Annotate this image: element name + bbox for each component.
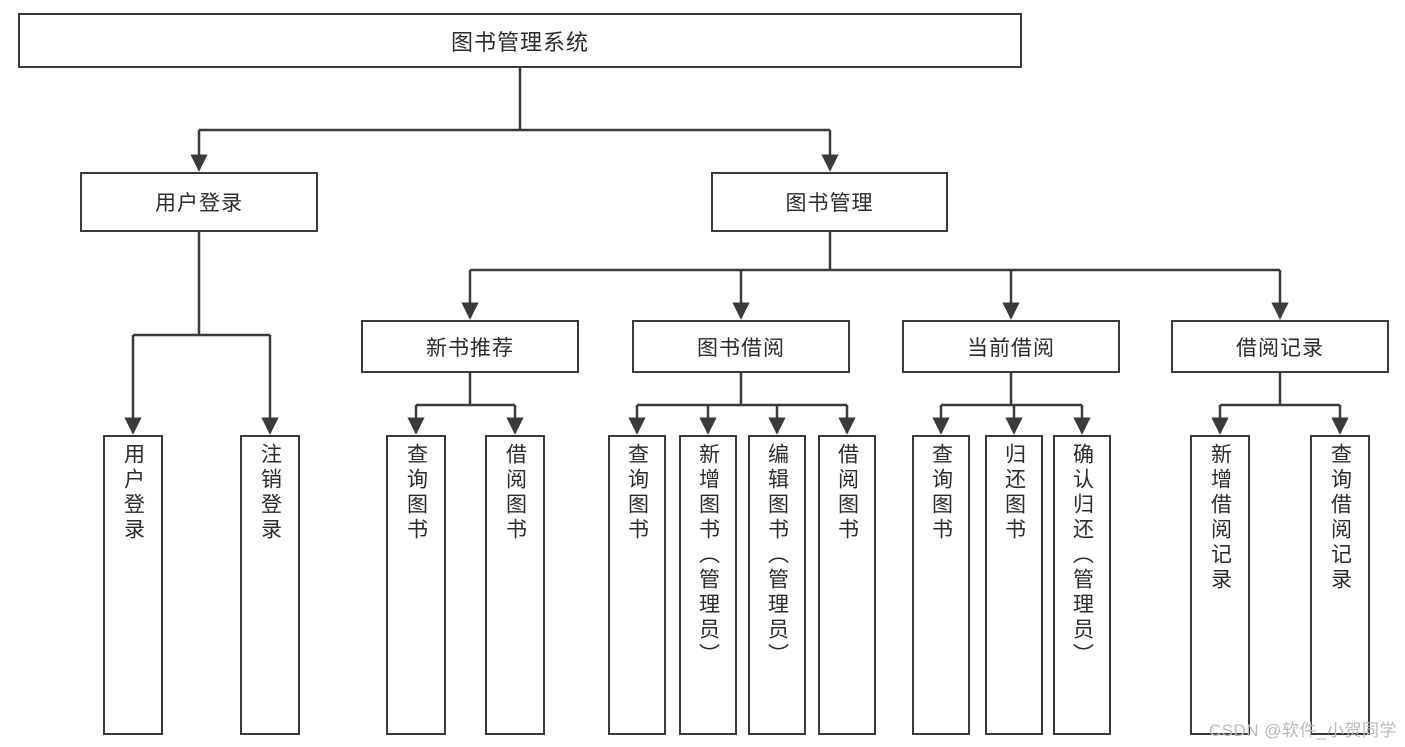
node-leaf-user-login-label: 用户登录 xyxy=(121,443,145,543)
node-leaf-edit-book[interactable]: 编辑图书（管理员） xyxy=(748,435,806,735)
node-leaf-query-book-3-label: 查询图书 xyxy=(929,443,953,543)
node-leaf-borrow-book-1-label: 借阅图书 xyxy=(503,443,527,543)
node-leaf-add-record-label: 新增借阅记录 xyxy=(1208,443,1232,593)
csdn-watermark: CSDN @软件_小贺同学 xyxy=(1208,721,1397,740)
node-user-login-label: 用户登录 xyxy=(155,192,243,215)
node-book-borrow[interactable]: 图书借阅 xyxy=(632,320,850,373)
node-new-book-recommend[interactable]: 新书推荐 xyxy=(361,320,579,373)
node-leaf-confirm-return-label: 确认归还（管理员） xyxy=(1070,443,1094,668)
node-borrow-record[interactable]: 借阅记录 xyxy=(1171,320,1389,373)
node-new-book-recommend-label: 新书推荐 xyxy=(426,336,514,360)
node-book-borrow-label: 图书借阅 xyxy=(697,336,785,360)
node-leaf-return-book[interactable]: 归还图书 xyxy=(985,435,1043,735)
node-leaf-add-book[interactable]: 新增图书（管理员） xyxy=(679,435,737,735)
node-leaf-borrow-book-2[interactable]: 借阅图书 xyxy=(818,435,876,735)
node-root-label: 图书管理系统 xyxy=(450,29,589,55)
node-leaf-query-book-2-label: 查询图书 xyxy=(625,443,649,543)
node-leaf-borrow-book-2-label: 借阅图书 xyxy=(835,443,859,543)
node-leaf-borrow-book-1[interactable]: 借阅图书 xyxy=(485,435,545,735)
node-leaf-confirm-return[interactable]: 确认归还（管理员） xyxy=(1053,435,1111,735)
node-book-management[interactable]: 图书管理 xyxy=(711,172,948,232)
node-leaf-logout[interactable]: 注销登录 xyxy=(240,435,300,735)
node-leaf-query-record[interactable]: 查询借阅记录 xyxy=(1310,435,1370,735)
node-leaf-query-book-2[interactable]: 查询图书 xyxy=(608,435,666,735)
node-root[interactable]: 图书管理系统 xyxy=(18,13,1022,68)
node-borrow-record-label: 借阅记录 xyxy=(1236,336,1324,360)
node-current-borrow-label: 当前借阅 xyxy=(967,336,1055,360)
node-leaf-add-book-label: 新增图书（管理员） xyxy=(696,443,720,668)
node-book-management-label: 图书管理 xyxy=(785,192,874,215)
node-leaf-edit-book-label: 编辑图书（管理员） xyxy=(765,443,789,668)
node-leaf-user-login[interactable]: 用户登录 xyxy=(103,435,163,735)
node-leaf-add-record[interactable]: 新增借阅记录 xyxy=(1190,435,1250,735)
node-leaf-logout-label: 注销登录 xyxy=(258,443,282,543)
node-leaf-return-book-label: 归还图书 xyxy=(1002,443,1026,543)
node-current-borrow[interactable]: 当前借阅 xyxy=(902,320,1120,373)
node-user-login[interactable]: 用户登录 xyxy=(80,172,318,232)
node-leaf-query-record-label: 查询借阅记录 xyxy=(1328,443,1352,593)
node-leaf-query-book-1-label: 查询图书 xyxy=(404,443,428,543)
node-leaf-query-book-1[interactable]: 查询图书 xyxy=(386,435,446,735)
node-leaf-query-book-3[interactable]: 查询图书 xyxy=(912,435,970,735)
